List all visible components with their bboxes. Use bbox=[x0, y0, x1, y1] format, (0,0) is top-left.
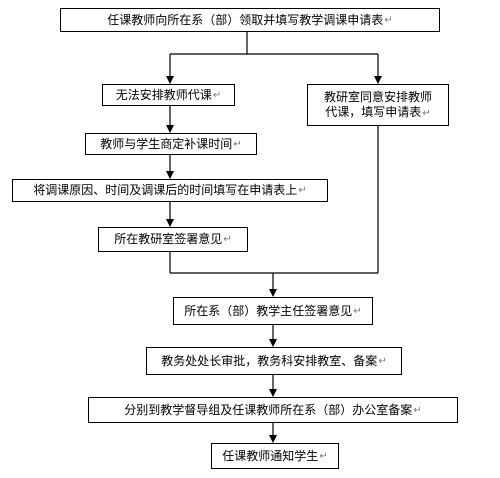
paragraph-mark-icon: ↵ bbox=[413, 404, 422, 416]
paragraph-mark-icon: ↵ bbox=[212, 89, 222, 101]
left-a-text: 无法安排教师代课 bbox=[115, 87, 212, 102]
left-d-box: 所在教研室签署意见↵ bbox=[98, 227, 248, 252]
paragraph-mark-icon: ↵ bbox=[298, 185, 307, 196]
step-g-text: 分别到教学督导组及任课教师所在系（部）办公室备案 bbox=[124, 402, 413, 417]
right-a-text-line1: 教研室同意安排教师 bbox=[323, 89, 432, 104]
paragraph-mark-icon: ↵ bbox=[422, 107, 431, 119]
step-e-text: 所在系（部）教学主任签署意见 bbox=[184, 303, 353, 318]
left-d-text: 所在教研室签署意见 bbox=[114, 232, 223, 246]
left-c-box: 将调课原因、时间及调课后的时间填写在申请表上↵ bbox=[12, 179, 328, 202]
step-f-text: 教务处处长审批，教务科安排教室、备案 bbox=[161, 353, 378, 368]
step-g-box: 分别到教学督导组及任课教师所在系（部）办公室备案↵ bbox=[88, 397, 458, 423]
step-e-box: 所在系（部）教学主任签署意见↵ bbox=[173, 297, 373, 325]
left-a-box: 无法安排教师代课↵ bbox=[102, 84, 235, 106]
paragraph-mark-icon: ↵ bbox=[319, 450, 328, 462]
right-a-box: 教研室同意安排教师 代课，填写申请表↵ bbox=[307, 84, 449, 126]
left-b-text: 教师与学生商定补课时间 bbox=[100, 136, 233, 151]
paragraph-mark-icon: ↵ bbox=[384, 14, 393, 26]
paragraph-mark-icon: ↵ bbox=[353, 305, 362, 317]
paragraph-mark-icon: ↵ bbox=[223, 234, 232, 245]
right-a-text-line2: 代课，填写申请表 bbox=[325, 104, 422, 119]
left-c-text: 将调课原因、时间及调课后的时间填写在申请表上 bbox=[33, 183, 298, 197]
step-h-box: 任课教师通知学生↵ bbox=[211, 443, 339, 469]
step-1-text: 任课教师向所在系（部）领取并填写教学调课申请表 bbox=[107, 12, 384, 27]
step-h-text: 任课教师通知学生 bbox=[222, 448, 319, 463]
paragraph-mark-icon: ↵ bbox=[378, 355, 387, 367]
left-b-box: 教师与学生商定补课时间↵ bbox=[85, 133, 257, 155]
paragraph-mark-icon: ↵ bbox=[233, 138, 242, 150]
step-1-box: 任课教师向所在系（部）领取并填写教学调课申请表↵ bbox=[60, 8, 440, 32]
step-f-box: 教务处处长审批，教务科安排教室、备案↵ bbox=[146, 347, 402, 375]
